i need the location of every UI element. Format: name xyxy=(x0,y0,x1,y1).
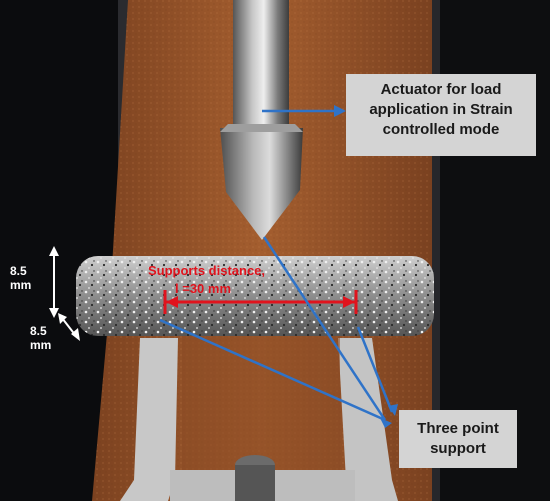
actuator-shoulder xyxy=(220,124,303,132)
width-dimension-label: 8.5 mm xyxy=(30,324,52,352)
support-callout: Three point support xyxy=(399,410,517,468)
support-arrow-head-2 xyxy=(388,404,398,416)
actuator-rod xyxy=(233,0,289,125)
right-support-post xyxy=(338,338,398,501)
right-rail xyxy=(432,0,440,501)
actuator-cone xyxy=(220,128,303,240)
left-support-arrow-line xyxy=(159,318,386,422)
right-support-arrow-line xyxy=(356,326,394,413)
actuator-callout: Actuator for load application in Strain … xyxy=(346,74,536,156)
span-length-label: l =30 mm xyxy=(175,281,232,296)
support-opening xyxy=(182,330,340,470)
height-dimension-label: 8.5 mm xyxy=(10,264,32,292)
left-support-post xyxy=(120,338,178,501)
actuator-arrow-head xyxy=(334,105,346,117)
height-arrow-bottom xyxy=(49,308,59,318)
width-arrow-bottom xyxy=(71,328,80,341)
width-arrow-top xyxy=(58,313,67,324)
span-arrow-right xyxy=(343,296,355,308)
specimen-texture xyxy=(76,256,434,336)
support-arrow-head xyxy=(380,418,392,428)
supports-distance-label: Supports distance, xyxy=(148,263,266,278)
tip-arrow-line xyxy=(262,236,387,421)
screw-body xyxy=(235,465,275,501)
height-arrow-top xyxy=(49,246,59,256)
span-arrow-left xyxy=(166,296,178,308)
